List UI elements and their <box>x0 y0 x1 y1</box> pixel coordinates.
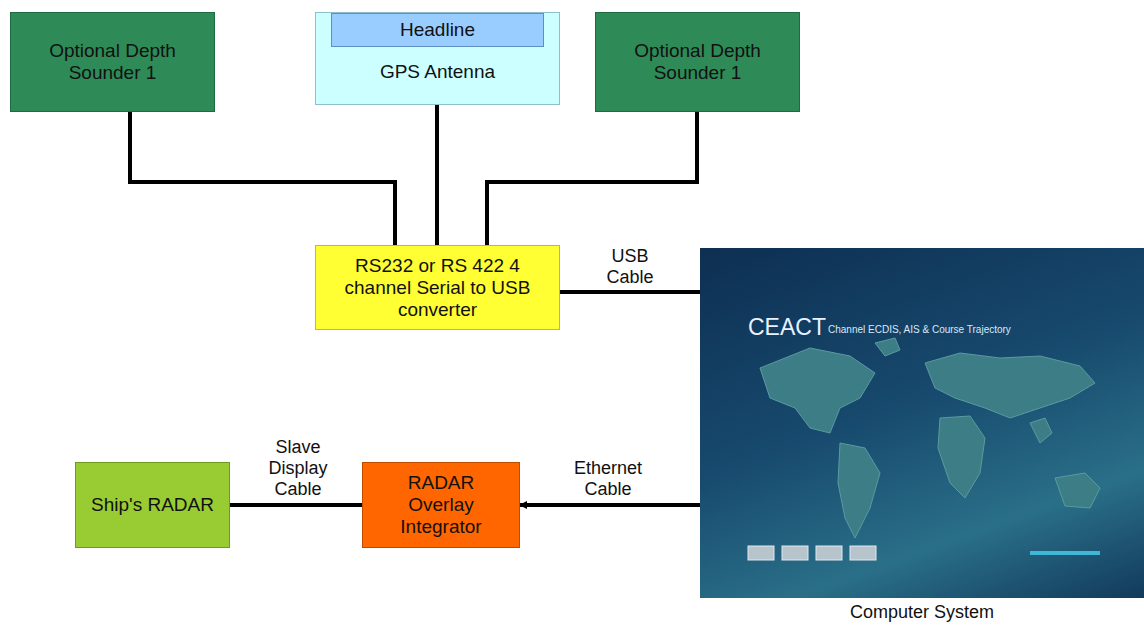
headline-box: Headline <box>331 13 544 47</box>
converter-box: RS232 or RS 422 4 channel Serial to USB … <box>315 245 560 330</box>
node-text: Optional Depth Sounder 1 <box>21 40 204 84</box>
cable-label: Ethernet Cable <box>566 458 650 500</box>
cable-line <box>130 112 395 245</box>
world-map <box>700 248 1144 598</box>
sensor-box: Optional Depth Sounder 1 <box>10 12 215 112</box>
node-text: RADAR Overlay Integrator <box>373 472 509 538</box>
antenna-box: GPS Antenna Headline <box>315 12 560 105</box>
cable-line <box>520 503 700 507</box>
node-text: Ship's RADAR <box>91 494 214 516</box>
sensor-box: Optional Depth Sounder 1 <box>595 12 800 112</box>
cable-line <box>435 105 439 245</box>
integrator-box: RADAR Overlay Integrator <box>362 462 520 548</box>
node-text: Optional Depth Sounder 1 <box>606 40 789 84</box>
node-caption: Computer System <box>700 601 1144 623</box>
cable-line <box>487 112 697 245</box>
node-text: RS232 or RS 422 4 channel Serial to USB … <box>326 255 549 321</box>
cable-line <box>560 290 700 294</box>
cable-line <box>230 503 362 507</box>
node-text: CEACT <box>748 316 826 338</box>
radar-box: Ship's RADAR <box>75 462 230 548</box>
cable-label: Slave Display Cable <box>261 437 335 500</box>
cable-label: USB Cable <box>598 246 662 288</box>
node-text: Channel ECDIS, AIS & Course Trajectory <box>828 324 1011 336</box>
node-text: Headline <box>400 19 475 41</box>
computer-screen: Computer SystemCEACTChannel ECDIS, AIS &… <box>700 248 1144 598</box>
node-text: GPS Antenna <box>316 61 559 83</box>
